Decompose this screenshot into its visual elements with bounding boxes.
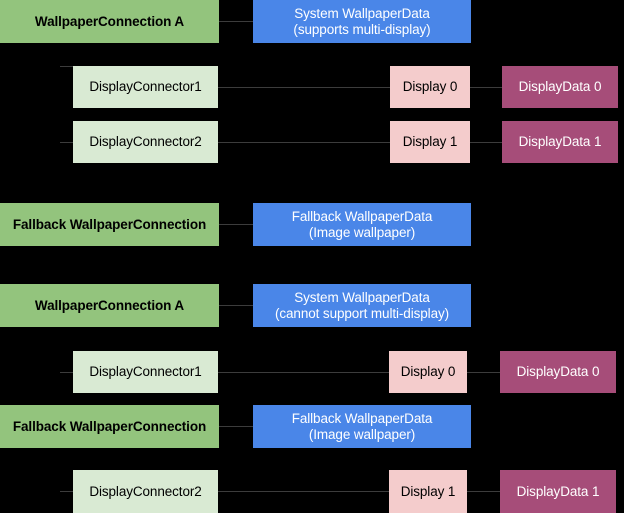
node-wallpaper-connection-a-1: WallpaperConnection A xyxy=(0,0,219,43)
connector-line xyxy=(470,142,502,143)
connector-line xyxy=(467,372,500,373)
connector-line xyxy=(219,21,253,22)
node-system-wallpaperdata-nomulti: System WallpaperData (cannot support mul… xyxy=(253,284,471,327)
connector-line xyxy=(467,491,500,492)
connector-line xyxy=(218,372,389,373)
node-fallback-wallpaperdata-2: Fallback WallpaperData (Image wallpaper) xyxy=(253,405,471,448)
node-display-data-0-b: DisplayData 0 xyxy=(500,351,616,393)
connector-line xyxy=(60,372,73,373)
connector-line xyxy=(218,142,390,143)
node-fallback-wallpaper-connection-2: Fallback WallpaperConnection xyxy=(0,405,219,448)
node-wallpaper-connection-a-2: WallpaperConnection A xyxy=(0,284,219,327)
node-display-1-b: Display 1 xyxy=(389,470,467,513)
node-display-0-b: Display 0 xyxy=(389,351,467,393)
connector-line xyxy=(219,305,253,306)
connector-line xyxy=(219,224,253,225)
node-display-1-a: Display 1 xyxy=(390,121,470,163)
node-display-connector-2-a: DisplayConnector2 xyxy=(73,121,218,163)
node-display-connector-2-b: DisplayConnector2 xyxy=(73,470,218,513)
connector-line xyxy=(219,426,253,427)
connector-line xyxy=(218,87,390,88)
node-display-0-a: Display 0 xyxy=(390,66,470,108)
node-display-connector-1-a: DisplayConnector1 xyxy=(73,66,218,108)
node-display-data-1-a: DisplayData 1 xyxy=(502,121,618,163)
connector-line xyxy=(218,491,389,492)
node-display-connector-1-b: DisplayConnector1 xyxy=(73,351,218,393)
node-fallback-wallpaperdata-1: Fallback WallpaperData (Image wallpaper) xyxy=(253,203,471,246)
connector-line xyxy=(60,491,73,492)
node-system-wallpaperdata-multi: System WallpaperData (supports multi-dis… xyxy=(253,0,471,43)
connector-line xyxy=(60,142,73,143)
connector-line xyxy=(470,87,502,88)
connector-line xyxy=(60,66,73,67)
node-display-data-0-a: DisplayData 0 xyxy=(502,66,618,108)
node-fallback-wallpaper-connection-1: Fallback WallpaperConnection xyxy=(0,203,219,246)
node-display-data-1-b: DisplayData 1 xyxy=(500,470,616,513)
